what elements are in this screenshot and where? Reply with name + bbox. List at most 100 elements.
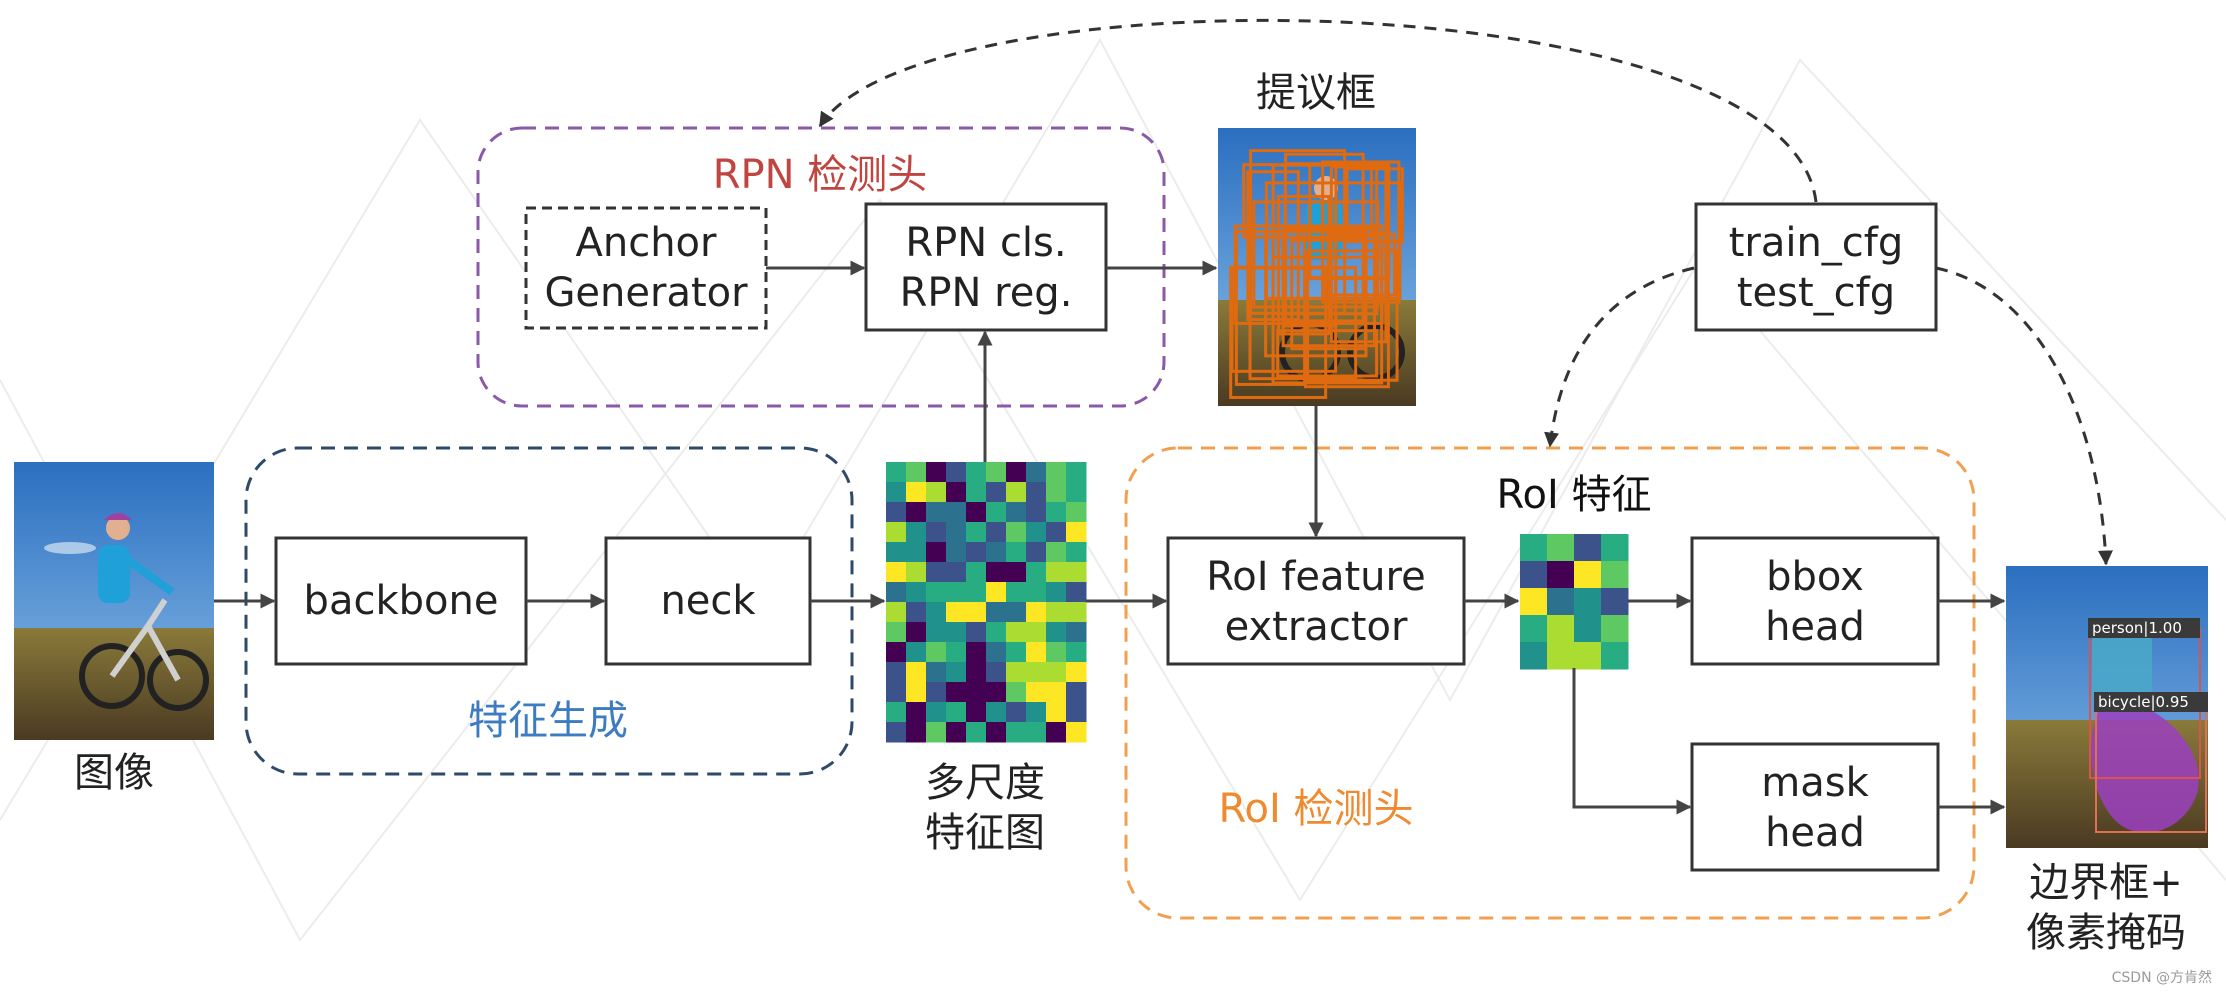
feature-cell (1547, 561, 1575, 589)
roi-feature-map (1520, 534, 1629, 670)
feature-cell (1006, 502, 1027, 523)
feature-cell (986, 542, 1007, 563)
feature-cell (926, 662, 947, 683)
rpn-label-line1: RPN cls. (905, 220, 1066, 266)
feature-cell (926, 482, 947, 503)
feature-cell (986, 522, 1007, 543)
feature-cell (1066, 502, 1087, 523)
feature-cell (986, 562, 1007, 583)
feature-cell (1026, 542, 1047, 563)
feature-cell (986, 662, 1007, 683)
feature-cell (886, 542, 907, 563)
feature-cell (906, 702, 927, 723)
feature-cell (1547, 642, 1575, 670)
feature-cell (1520, 588, 1548, 616)
output-caption-line2: 像素掩码 (2026, 910, 2186, 956)
roi-extractor-line2: extractor (1225, 604, 1408, 650)
feature-cell (886, 642, 907, 663)
feature-cell (966, 562, 987, 583)
feature-generation-title: 特征生成 (468, 698, 628, 744)
rpn-head-title: RPN 检测头 (713, 152, 928, 198)
feature-cell (986, 622, 1007, 643)
feature-cell (1026, 702, 1047, 723)
feature-cell (926, 502, 947, 523)
feature-cell (1006, 542, 1027, 563)
bbox-head-box (1690, 536, 1940, 666)
mask-head-line2: head (1765, 810, 1865, 856)
feature-cell (1006, 562, 1027, 583)
backbone-label: backbone (304, 578, 499, 624)
backbone-box (274, 536, 528, 666)
feature-cell (1046, 562, 1067, 583)
feature-cell (926, 462, 947, 483)
feature-cell (1026, 602, 1047, 623)
feature-cell (1026, 482, 1047, 503)
feature-cell (946, 602, 967, 623)
feature-cell (946, 462, 967, 483)
feature-cell (906, 482, 927, 503)
feature-cell (1006, 702, 1027, 723)
feature-cell (986, 702, 1007, 723)
proposals-caption: 提议框 (1256, 70, 1376, 116)
feature-cell (926, 602, 947, 623)
proposal-box (1281, 227, 1377, 348)
feature-cell (906, 722, 927, 743)
feature-cell (966, 702, 987, 723)
feature-cell (1066, 642, 1087, 663)
feature-cell (966, 682, 987, 703)
feature-cell (1046, 622, 1067, 643)
feature-cell (1026, 682, 1047, 703)
feature-cell (886, 582, 907, 603)
feature-cell (1006, 522, 1027, 543)
feature-cell (986, 482, 1007, 503)
feature-cell (1026, 662, 1047, 683)
feature-cell (1574, 588, 1602, 616)
feature-cell (1066, 482, 1087, 503)
feature-cell (1574, 615, 1602, 643)
input-image (14, 462, 214, 740)
feature-cell (926, 702, 947, 723)
feature-cell (946, 722, 967, 743)
bicycle-mask (2091, 710, 2199, 833)
bbox-head-line2: head (1765, 604, 1865, 650)
feature-cell (886, 702, 907, 723)
feature-cell (1046, 662, 1067, 683)
feature-cell (906, 642, 927, 663)
feature-generation-group (244, 446, 854, 776)
background-decoration (0, 37, 2226, 942)
roi-feature-caption: RoI 特征 (1497, 472, 1652, 518)
feature-cell (946, 682, 967, 703)
cfg-line1: train_cfg (1729, 220, 1904, 266)
feature-cell (946, 542, 967, 563)
multiscale-caption-line1: 多尺度 (925, 760, 1045, 806)
feature-cell (906, 662, 927, 683)
feature-cell (966, 502, 987, 523)
proposal-box (1230, 266, 1338, 373)
feature-cell (1574, 534, 1602, 562)
feature-cell (906, 682, 927, 703)
feature-cell (986, 682, 1007, 703)
feature-cell (986, 502, 1007, 523)
feature-cell (1006, 462, 1027, 483)
multiscale-caption-line2: 特征图 (925, 810, 1045, 856)
feature-cell (986, 602, 1007, 623)
feature-cell (886, 722, 907, 743)
proposal-box (1283, 162, 1338, 328)
feature-cell (1046, 602, 1067, 623)
link-cfg-to-output (1935, 266, 2113, 566)
feature-cell (1026, 582, 1047, 603)
feature-cell (966, 482, 987, 503)
feature-cell (906, 542, 927, 563)
proposal-box (1306, 249, 1399, 382)
feature-cell (1026, 462, 1047, 483)
roi-head-group (1124, 446, 1976, 920)
proposal-boxes (1229, 149, 1404, 399)
feature-cell (906, 582, 927, 603)
feature-cell (1006, 722, 1027, 743)
feature-cell (1046, 522, 1067, 543)
feature-cell (1520, 534, 1548, 562)
feature-cell (886, 682, 907, 703)
feature-cell (1601, 534, 1629, 562)
